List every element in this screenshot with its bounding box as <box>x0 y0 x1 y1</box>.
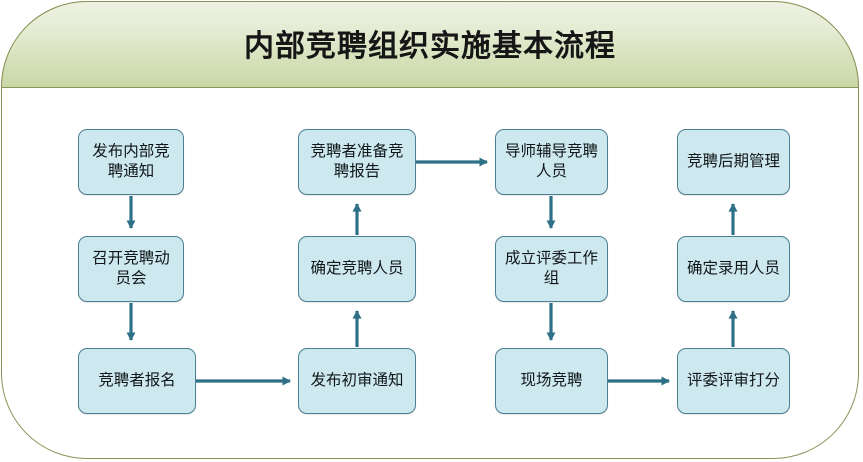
node-label: 成立评委工作组 <box>504 250 598 287</box>
diagram-header-banner: 内部竞聘组织实施基本流程 <box>1 1 859 88</box>
node-label: 发布内部竞聘通知 <box>92 143 170 180</box>
node-label: 评委评审打分 <box>686 372 780 390</box>
node-form-judge-panel[interactable]: 成立评委工作组 <box>495 236 608 302</box>
node-label: 导师辅导竞聘人员 <box>504 143 598 180</box>
node-label: 确定录用人员 <box>686 260 780 278</box>
node-confirm-hires[interactable]: 确定录用人员 <box>677 236 790 302</box>
node-publish-prescreen-notice[interactable]: 发布初审通知 <box>298 348 416 414</box>
node-label: 现场竞聘 <box>520 372 583 390</box>
node-mentor-coaching[interactable]: 导师辅导竞聘人员 <box>495 129 608 195</box>
node-onsite-competition[interactable]: 现场竞聘 <box>495 348 608 414</box>
node-post-competition-management[interactable]: 竞聘后期管理 <box>677 129 790 195</box>
node-prepare-report[interactable]: 竞聘者准备竞聘报告 <box>298 129 416 195</box>
node-confirm-candidates[interactable]: 确定竞聘人员 <box>298 236 416 302</box>
node-label: 竞聘者准备竞聘报告 <box>310 143 404 180</box>
node-candidate-registration[interactable]: 竞聘者报名 <box>78 348 196 414</box>
node-mobilization-meeting[interactable]: 召开竞聘动员会 <box>78 236 184 302</box>
node-judges-scoring[interactable]: 评委评审打分 <box>677 348 790 414</box>
node-label: 竞聘后期管理 <box>686 153 780 171</box>
node-label: 确定竞聘人员 <box>310 260 404 278</box>
page-title: 内部竞聘组织实施基本流程 <box>244 29 616 63</box>
node-label: 发布初审通知 <box>310 372 404 390</box>
node-label: 竞聘者报名 <box>98 372 176 390</box>
node-label: 召开竞聘动员会 <box>92 250 170 287</box>
node-publish-notice[interactable]: 发布内部竞聘通知 <box>78 129 184 195</box>
